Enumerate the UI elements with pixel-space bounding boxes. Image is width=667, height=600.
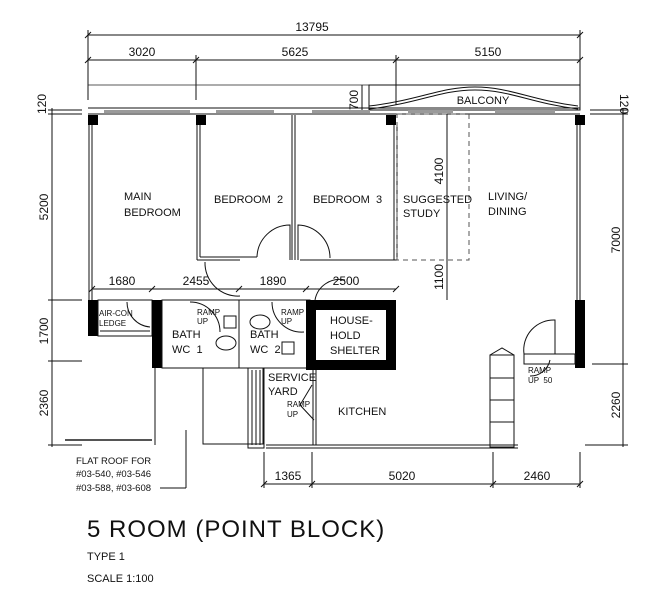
dim-right-top: 120: [617, 94, 631, 114]
dim-bot-3: 2460: [524, 469, 551, 483]
label-aircon-2: LEDGE: [99, 319, 126, 328]
top-dimensions: [84, 30, 584, 105]
plan-type: TYPE 1: [87, 551, 125, 563]
label-shelter-3: SHELTER: [330, 345, 380, 357]
label-bath2-2: WC 2: [250, 344, 281, 356]
label-service-1: SERVICE: [268, 372, 316, 384]
dim-mid-2: 2455: [183, 274, 210, 288]
dim-total-width: 13795: [295, 20, 329, 34]
dim-top-1: 3020: [129, 45, 156, 59]
label-ramp-4a: RAMP: [528, 366, 551, 375]
dim-bot-1: 1365: [275, 469, 302, 483]
left-dimensions: [48, 108, 82, 447]
dim-left-3: 2360: [37, 389, 51, 416]
bottom-dimensions: [260, 452, 584, 488]
plan-scale: SCALE 1:100: [87, 573, 154, 585]
label-ramp-4b: UP 50: [528, 376, 553, 385]
dim-bot-2: 5020: [389, 469, 416, 483]
label-living-1: LIVING/: [488, 191, 528, 203]
note-line-2: #03-540, #03-546: [76, 469, 151, 480]
label-ramp-1b: UP: [197, 317, 208, 326]
dim-top-3: 5150: [475, 45, 502, 59]
dim-top-2: 5625: [282, 45, 309, 59]
note-line-1: FLAT ROOF FOR: [76, 456, 151, 467]
label-bedroom-2: BEDROOM 2: [214, 194, 283, 206]
label-bath2-1: BATH: [250, 329, 279, 341]
note-line-3: #03-588, #03-608: [76, 483, 151, 494]
dim-mid-1: 1680: [109, 274, 136, 288]
label-ramp-2a: RAMP: [281, 308, 304, 317]
dim-study-depth: 4100: [432, 157, 446, 184]
label-shelter-2: HOLD: [330, 330, 361, 342]
label-bath1-1: BATH: [172, 329, 201, 341]
facade: [88, 107, 580, 115]
walls: [65, 113, 585, 489]
label-main-bedroom-1: MAIN: [124, 191, 152, 203]
dim-left-2: 1700: [37, 317, 51, 344]
label-bath1-2: WC 1: [172, 344, 203, 356]
label-study-2: STUDY: [403, 208, 441, 220]
dim-balcony-depth: 700: [347, 90, 361, 110]
label-kitchen: KITCHEN: [338, 406, 386, 418]
balcony: [361, 84, 581, 112]
plan-title: 5 ROOM (POINT BLOCK): [87, 516, 385, 543]
label-balcony: BALCONY: [457, 95, 510, 107]
right-dimensions: [585, 108, 628, 447]
label-aircon-1: AIR-CON: [99, 309, 133, 318]
dim-right-2: 2260: [609, 391, 623, 418]
dim-left-top: 120: [35, 94, 49, 114]
label-living-2: DINING: [488, 206, 527, 218]
label-study-1: SUGGESTED: [403, 194, 472, 206]
label-ramp-3b: UP: [287, 410, 298, 419]
dim-study-gap: 1100: [432, 264, 446, 290]
label-main-bedroom-2: BEDROOM: [124, 207, 181, 219]
label-bedroom-3: BEDROOM 3: [313, 194, 382, 206]
dim-right-1: 7000: [609, 226, 623, 253]
label-ramp-1a: RAMP: [197, 308, 220, 317]
label-service-2: YARD: [268, 386, 298, 398]
dim-mid-4: 2500: [333, 274, 360, 288]
label-shelter-1: HOUSE-: [330, 315, 373, 327]
label-ramp-3a: RAMP: [287, 400, 310, 409]
dim-mid-3: 1890: [260, 274, 287, 288]
label-ramp-2b: UP: [281, 317, 292, 326]
dim-left-1: 5200: [37, 193, 51, 220]
